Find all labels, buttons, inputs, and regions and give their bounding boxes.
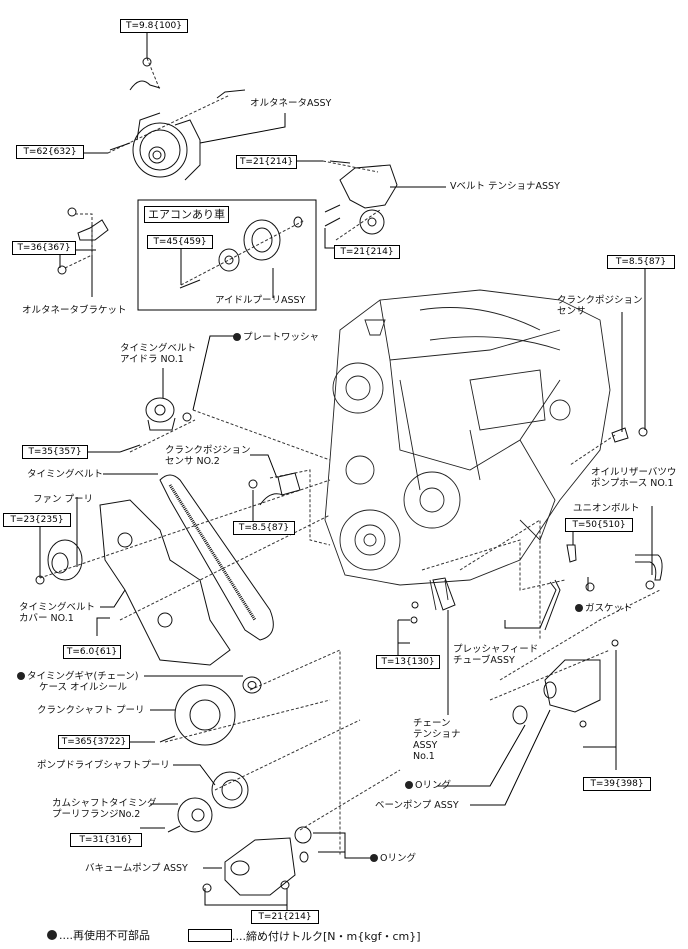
- camshaft-flange-drawing: [167, 797, 213, 833]
- vane-pump-drawing: [512, 639, 619, 728]
- label-oil-hose: オイルリザーバツウ ポンプホース NO.1: [591, 467, 677, 489]
- label-line: センサ: [557, 306, 586, 317]
- oil-seal-drawing: [242, 676, 262, 694]
- torque-cam-flange: T=31{316}: [70, 833, 142, 847]
- alternator-bracket-drawing: [57, 207, 109, 275]
- label-pump-drive-pulley: ポンプドライブシャフトプーリ: [37, 760, 170, 771]
- torque-alternator-bolt: T=62{632}: [16, 145, 84, 159]
- label-oring-vacuum: Oリング: [370, 853, 416, 864]
- label-idler-pulley: アイドルプーリASSY: [215, 295, 306, 306]
- label-alt-bracket: オルタネータブラケット: [22, 305, 127, 316]
- label-line: クランクポジション: [557, 295, 643, 306]
- ac-box-title: エアコンあり車: [144, 206, 229, 223]
- pressure-tube-drawing: [539, 544, 663, 631]
- engine-drawing: [324, 289, 611, 611]
- torque-tensioner-bottom: T=21{214}: [334, 245, 400, 259]
- idler-pulley-drawing: [179, 216, 303, 289]
- torque-alt-bracket: T=36{367}: [12, 241, 76, 255]
- non-reusable-dot-icon: [47, 930, 57, 940]
- torque-fan-pulley: T=23{235}: [3, 513, 71, 527]
- torque-union-bolt: T=50{510}: [565, 518, 633, 532]
- timing-belt-drawing: [159, 474, 274, 641]
- label-timing-belt: タイミングベルト: [27, 469, 104, 480]
- chain-tensioner-drawing: [410, 577, 456, 624]
- torque-tensioner-top: T=21{214}: [236, 155, 297, 169]
- non-reusable-dot-icon: [370, 854, 378, 862]
- v-belt-tensioner-drawing: [324, 160, 398, 235]
- dashed-lines: [39, 57, 661, 855]
- legend-non-reusable: ....再使用不可部品: [47, 929, 150, 943]
- alternator-drawing: [109, 57, 246, 181]
- crank-sensor-no2-drawing: [248, 472, 301, 506]
- torque-vacuum-pump: T=21{214}: [251, 910, 319, 924]
- timing-belt-idler-drawing: [119, 397, 192, 453]
- label-chain-tensioner: チェーン テンショナ ASSY No.1: [413, 718, 461, 762]
- torque-crank-pulley: T=365{3722}: [58, 735, 130, 749]
- label-crank-sensor-no2: クランクポジション センサ NO.2: [165, 445, 251, 467]
- label-timing-belt-idler: タイミングベルト アイドラ NO.1: [120, 343, 197, 365]
- label-timing-belt-cover: タイミングベルト カバー NO.1: [19, 602, 96, 624]
- torque-crank-sensor: T=8.5{87}: [607, 255, 675, 269]
- crankshaft-pulley-drawing: [159, 684, 236, 746]
- ac-option-box: [137, 199, 317, 311]
- label-union-bolt: ユニオンボルト: [573, 503, 640, 514]
- label-fan-pulley: ファン プーリ: [33, 494, 94, 505]
- torque-alternator-terminal: T=9.8{100}: [120, 19, 188, 33]
- label-gasket: ガスケット: [575, 603, 633, 614]
- non-reusable-dot-icon: [405, 781, 413, 789]
- label-alternator: オルタネータASSY: [250, 98, 332, 109]
- torque-idler-pulley: T=45{459}: [147, 235, 213, 249]
- torque-crank-sensor-no2: T=8.5{87}: [233, 521, 295, 535]
- label-crank-pulley: クランクシャフト プーリ: [37, 705, 145, 716]
- label-vacuum-pump: バキュームポンプ ASSY: [85, 863, 188, 874]
- label-pressure-feed-tube: プレッシャフィード チューブASSY: [453, 644, 539, 666]
- label-plate-washer: プレートワッシャ: [233, 332, 319, 343]
- torque-vane-pump: T=39{398}: [583, 777, 651, 791]
- torque-timing-cover: T=6.0{61}: [63, 645, 121, 659]
- vacuum-pump-drawing: [202, 826, 312, 896]
- torque-chain-tensioner: T=13{130}: [376, 655, 440, 669]
- label-v-belt-tensioner: Vベルト テンショナASSY: [450, 181, 560, 192]
- label-vane-pump: ベーンポンプ ASSY: [375, 800, 459, 811]
- torque-idler-no1: T=35{357}: [22, 445, 88, 459]
- fan-pulley-drawing: [35, 539, 83, 585]
- non-reusable-dot-icon: [233, 333, 241, 341]
- non-reusable-dot-icon: [575, 604, 583, 612]
- label-cam-flange: カムシャフトタイミング プーリフランジNo.2: [52, 798, 157, 820]
- label-oring-vane: Oリング: [405, 780, 451, 791]
- torque-box-icon: [188, 929, 232, 942]
- legend-torque: ....締め付けトルク[N・m{kgf・cm}]: [188, 929, 421, 944]
- timing-belt-cover-drawing: [99, 499, 231, 666]
- pump-drive-pulley-drawing: [211, 771, 249, 809]
- label-crank-sensor: クランクポジション センサ: [557, 295, 643, 317]
- non-reusable-dot-icon: [17, 672, 25, 680]
- crank-sensor-drawing: [611, 427, 648, 443]
- label-oil-seal: タイミングギヤ(チェーン) ケース オイルシール: [17, 671, 138, 693]
